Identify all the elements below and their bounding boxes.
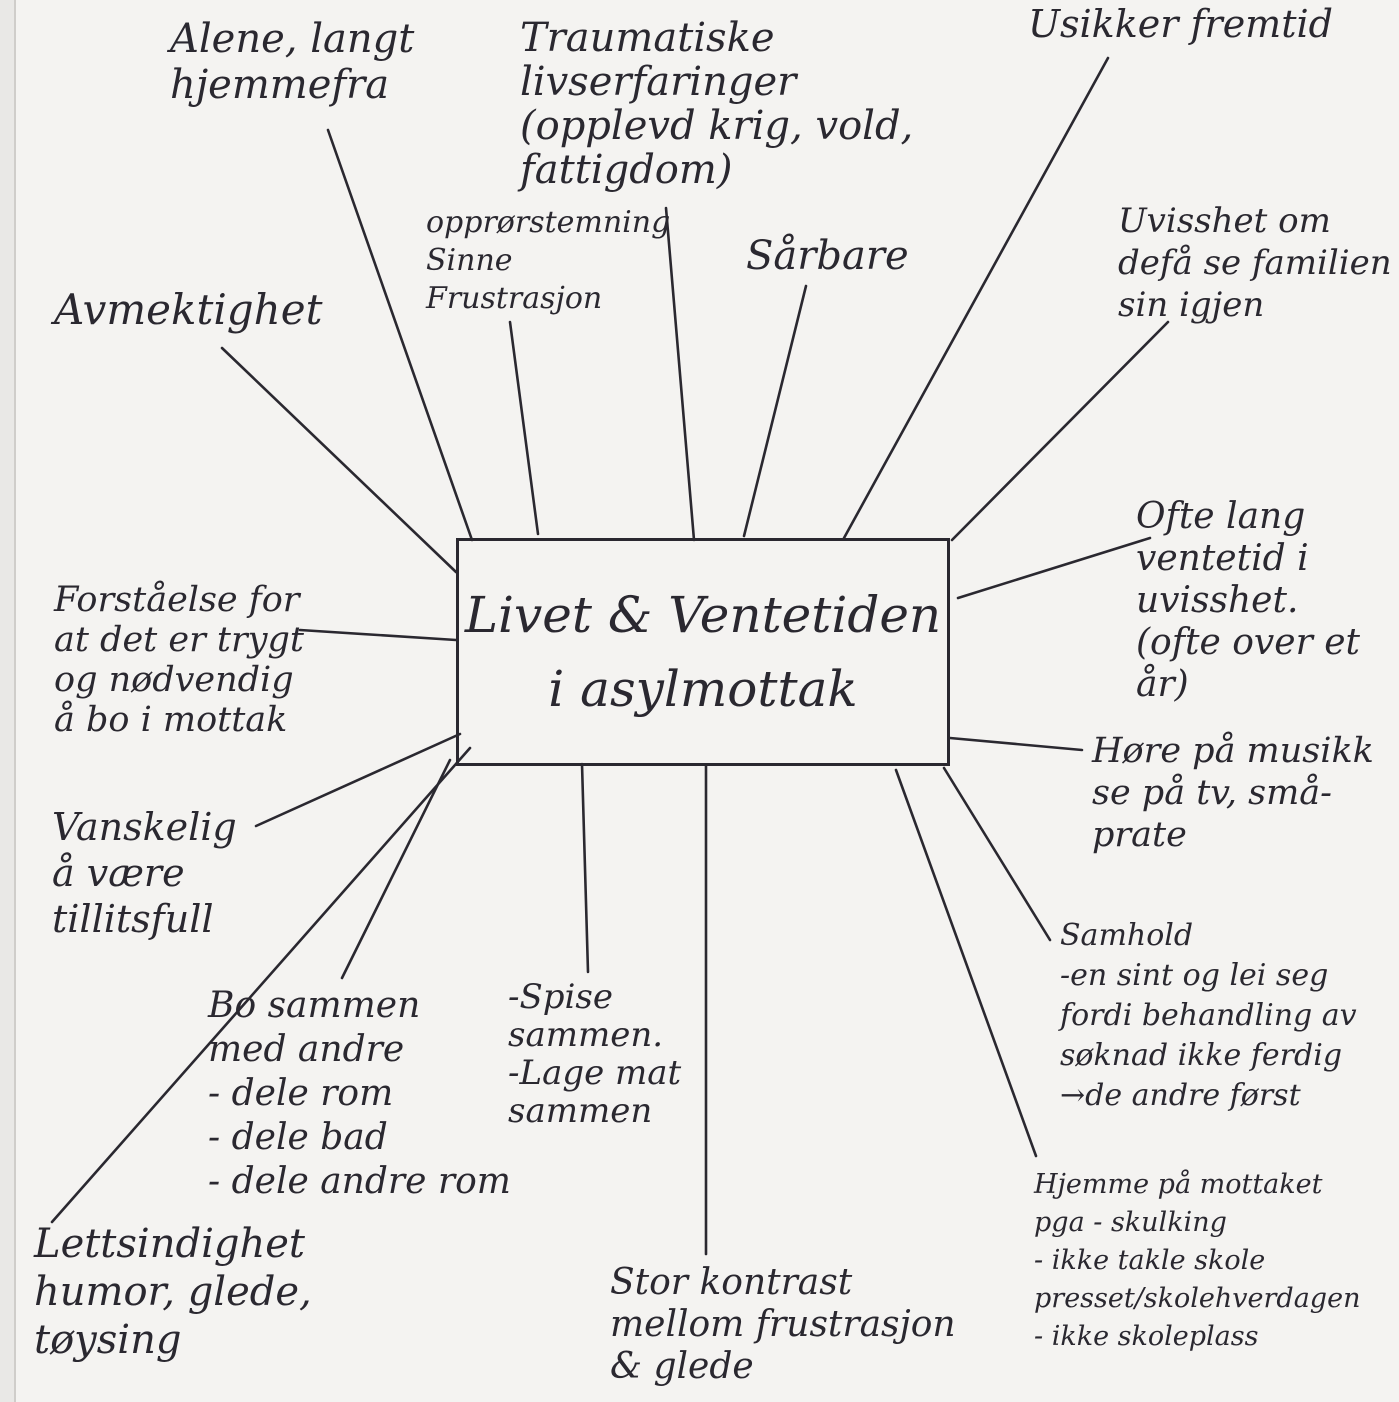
note-hore-musikk: Høre på musikk se på tv, små- prate: [1092, 731, 1374, 855]
connector-samhold: [942, 766, 1052, 942]
note-hjemme-pa-mottaket: Hjemme på mottaket pga - skulking - ikke…: [1034, 1169, 1361, 1352]
connector-alene: [326, 128, 474, 542]
connector-lettsindighet: [50, 746, 472, 1224]
note-stor-kontrast: Stor kontrast mellom frustrasjon & glede: [610, 1262, 956, 1387]
note-bo-sammen: Bo sammen med andre - dele rom - dele ba…: [208, 985, 511, 1202]
note-forstaelse-trygt: Forståelse for at det er trygt og nødven…: [54, 580, 304, 740]
note-avmektighet: Avmektighet: [54, 285, 323, 334]
connector-traumatiske: [664, 206, 696, 542]
center-topic-box: Livet & Ventetiden i asylmottak: [456, 538, 950, 766]
connector-opprorsstemning: [508, 320, 540, 536]
connector-ventetid: [956, 536, 1152, 600]
note-usikker-fremtid: Usikker fremtid: [1028, 2, 1333, 46]
note-sarbare: Sårbare: [746, 233, 909, 279]
center-topic-title: Livet & Ventetiden i asylmottak: [464, 586, 942, 718]
note-samhold: Samhold -en sint og lei seg fordi behand…: [1060, 918, 1357, 1113]
note-spise-sammen: -Spise sammen. -Lage mat sammen: [508, 977, 682, 1131]
note-traumatiske-livserfaringer: Traumatiske livserfaringer (opplevd krig…: [520, 15, 914, 193]
note-lettsindighet: Lettsindighet humor, glede, tøysing: [34, 1221, 312, 1363]
connector-spise: [580, 762, 590, 974]
note-uvisshet-familie: Uvisshet om defå se familien sin igjen: [1118, 201, 1392, 325]
page-edge: [0, 0, 16, 1402]
connector-uvisshet-familie: [950, 320, 1170, 542]
note-vanskelig-tillitsfull: Vanskelig å være tillitsfull: [52, 805, 237, 941]
connector-avmektighet: [220, 346, 458, 574]
connector-vanskelig: [254, 732, 462, 828]
connector-sarbare: [742, 284, 808, 538]
connector-usikker: [842, 56, 1110, 540]
connector-hore-musikk: [948, 736, 1084, 752]
note-alene-langt-hjemmefra: Alene, langt hjemmefra: [170, 16, 415, 108]
note-ventetid-uvisshet: Ofte lang ventetid i uvisshet. (ofte ove…: [1136, 496, 1360, 705]
connector-forstaelse: [298, 628, 458, 642]
connector-hjemme: [894, 768, 1038, 1158]
connector-bo-sammen: [340, 758, 452, 980]
note-opprorsstemning: opprørstemning Sinne Frustrasjon: [426, 205, 671, 316]
